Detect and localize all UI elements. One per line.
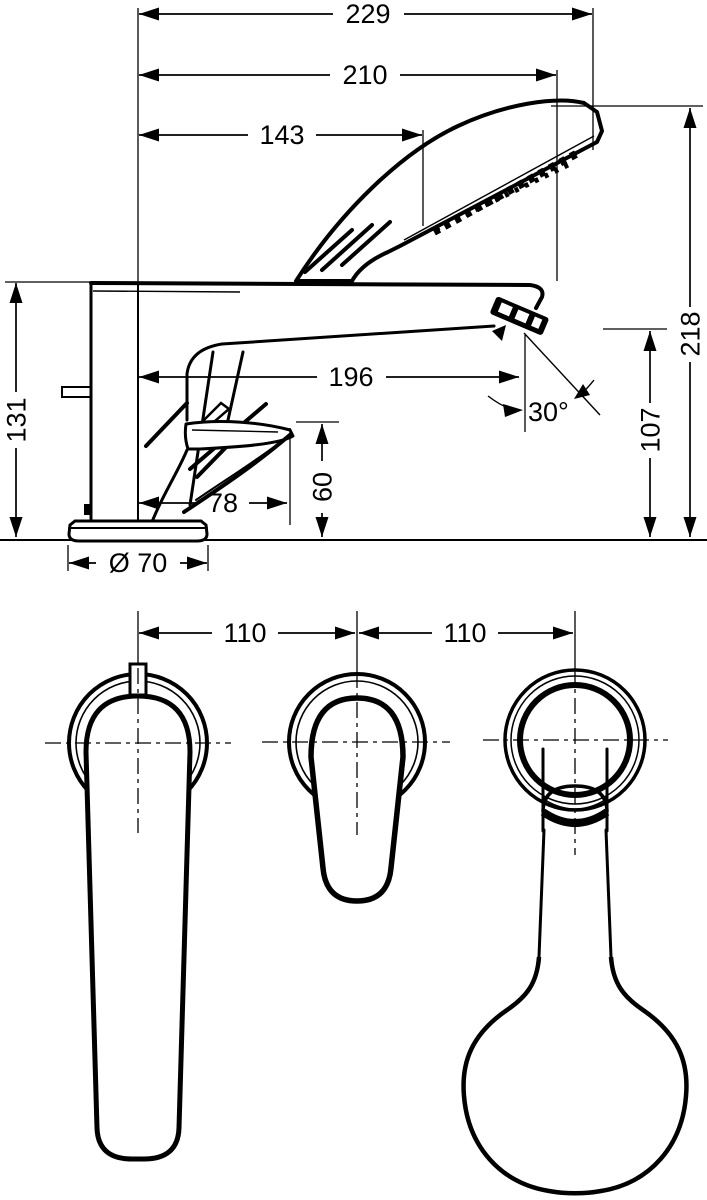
- aerator: [490, 296, 549, 335]
- shower-grip-hatching: [303, 220, 392, 274]
- spout-side: [89, 281, 549, 524]
- spout-top-edge: [89, 281, 545, 310]
- dim-spray-angle: 30°: [487, 332, 601, 427]
- dim-pitch-left: 110: [139, 618, 355, 648]
- spout-body-plan: [83, 693, 193, 1162]
- spray-nozzles-row-2: [436, 162, 570, 231]
- dim-base-diameter: Ø 70: [69, 548, 207, 578]
- dim-spray-face-width: 143: [139, 120, 422, 150]
- deck-inner-line: [92, 290, 241, 293]
- dim-shower-width: 210: [139, 60, 556, 90]
- ext-lines-base-dia: [67, 545, 209, 571]
- dim-spray-angle-label: 30°: [528, 397, 569, 427]
- lever-sweep-inner: [195, 440, 283, 501]
- dim-outlet-height: 107: [636, 331, 666, 537]
- hand-shower-side: [294, 98, 604, 283]
- dim-spray-face-width-label: 143: [259, 120, 304, 150]
- dim-base-diameter-label: Ø 70: [109, 548, 168, 578]
- dim-body-height-label: 131: [2, 397, 32, 442]
- dim-lever-height-label: 60: [308, 472, 338, 502]
- column-detail: [84, 504, 92, 515]
- spray-direction-line: [523, 332, 601, 416]
- shower-head-plan: [461, 956, 689, 1196]
- dim-body-height: 131: [2, 283, 32, 537]
- dim-pitch-left-label: 110: [223, 618, 266, 648]
- lever-blade: [183, 420, 295, 451]
- column-tab: [61, 386, 92, 398]
- grip-collar-mid: [544, 799, 606, 810]
- dim-lever-reach: 78: [139, 488, 287, 518]
- dim-overall-width: 229: [139, 0, 592, 29]
- lever-blade-inner-line: [191, 429, 279, 433]
- spray-faceplate-line: [403, 135, 595, 241]
- side-view: 229 210 143 196: [0, 0, 707, 578]
- dim-spout-reach: 196: [139, 362, 519, 392]
- body-under-curve: [150, 448, 189, 524]
- base-plate: [67, 519, 209, 543]
- dim-shower-width-label: 210: [342, 60, 387, 90]
- dim-overall-width-label: 229: [345, 0, 390, 29]
- dim-pitch-right: 110: [359, 618, 573, 648]
- dim-overall-height-label: 218: [676, 311, 706, 356]
- dim-outlet-height-label: 107: [636, 407, 666, 452]
- plan-centerlines: [45, 668, 668, 855]
- dim-spout-reach-label: 196: [328, 362, 373, 392]
- grip-cone-sides: [537, 828, 613, 959]
- spray-nozzles-row-1: [428, 150, 578, 238]
- outlet-nub: [492, 325, 506, 341]
- dim-lever-reach-label: 78: [208, 488, 238, 518]
- dim-overall-height: 218: [676, 108, 706, 537]
- dim-lever-height: 60: [308, 424, 338, 537]
- plan-view: 110 110: [45, 611, 689, 1196]
- spout-underside: [185, 324, 496, 422]
- shower-grip-sides: [541, 747, 609, 833]
- dim-pitch-right-label: 110: [443, 618, 486, 648]
- grip-collar-top: [541, 784, 609, 813]
- plan-ext-lines: [137, 611, 576, 672]
